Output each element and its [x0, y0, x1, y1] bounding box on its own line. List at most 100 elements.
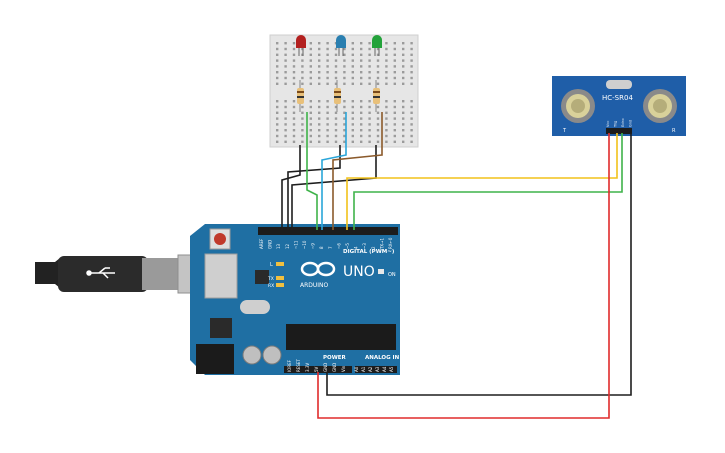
breadboard-hole: [393, 47, 396, 51]
led-red[interactable]: [296, 35, 306, 56]
breadboard-hole: [334, 71, 338, 74]
power-jack: [196, 344, 234, 374]
wire-yellow-trig[interactable]: [346, 133, 618, 230]
breadboard-hole: [284, 105, 287, 109]
breadboard-hole: [326, 140, 329, 143]
breadboard-hole: [343, 65, 346, 68]
breadboard-hole: [276, 47, 279, 51]
breadboard-hole: [368, 111, 371, 114]
breadboard-hole: [326, 82, 329, 85]
breadboard-hole: [276, 123, 279, 126]
breadboard-hole: [276, 76, 279, 80]
breadboard-hole: [393, 140, 396, 143]
breadboard-hole: [276, 140, 279, 143]
breadboard-hole: [376, 111, 380, 114]
breadboard-hole: [376, 105, 380, 109]
breadboard-hole: [318, 117, 321, 120]
breadboard-hole: [334, 47, 338, 51]
breadboard-hole: [318, 100, 321, 103]
breadboard-hole: [343, 53, 346, 56]
breadboard-hole: [309, 76, 312, 80]
breadboard-hole: [309, 140, 312, 143]
breadboard-hole: [343, 111, 346, 114]
breadboard-hole: [301, 134, 304, 138]
breadboard-hole: [360, 123, 363, 126]
resistor-1[interactable]: [297, 80, 304, 112]
sensor-label: HC-SR04: [602, 94, 633, 102]
breadboard-hole: [309, 111, 312, 114]
breadboard-hole: [276, 134, 279, 138]
breadboard[interactable]: [269, 34, 419, 148]
breadboard-hole: [292, 65, 296, 68]
breadboard-hole: [343, 117, 346, 120]
breadboard-hole: [301, 65, 304, 68]
led-green[interactable]: [372, 35, 382, 56]
breadboard-hole: [376, 76, 380, 80]
breadboard-hole: [351, 42, 354, 45]
breadboard-hole: [343, 47, 346, 51]
breadboard-hole: [402, 59, 405, 62]
breadboard-hole: [402, 100, 405, 103]
breadboard-hole: [343, 123, 346, 126]
breadboard-hole: [360, 117, 363, 120]
pin-label: A1: [361, 366, 366, 372]
breadboard-hole: [393, 105, 396, 109]
breadboard-hole: [292, 117, 296, 120]
breadboard-hole: [318, 105, 321, 109]
breadboard-hole: [368, 76, 371, 80]
resistor-3[interactable]: [373, 80, 380, 112]
resistor-2[interactable]: [334, 80, 341, 112]
breadboard-hole: [402, 134, 405, 138]
breadboard-hole: [360, 76, 363, 80]
breadboard-hole: [385, 65, 388, 68]
wire-green-echo[interactable]: [353, 133, 623, 230]
breadboard-hole: [276, 71, 279, 74]
breadboard-hole: [360, 111, 363, 114]
pin-label: GND: [268, 240, 273, 249]
breadboard-hole: [292, 71, 296, 74]
breadboard-hole: [284, 117, 287, 120]
breadboard-hole: [376, 71, 380, 74]
breadboard-hole: [334, 53, 338, 56]
breadboard-hole: [276, 53, 279, 56]
wire-brown-led[interactable]: [332, 112, 383, 230]
usb-icon: [86, 267, 115, 279]
breadboard-hole: [309, 71, 312, 74]
breadboard-hole: [351, 100, 354, 103]
breadboard-hole: [410, 76, 413, 80]
breadboard-hole: [284, 59, 287, 62]
wire-black-gnd[interactable]: [326, 133, 632, 396]
usb-port: [204, 253, 238, 299]
breadboard-hole: [360, 140, 363, 143]
led-blue[interactable]: [336, 35, 346, 56]
breadboard-hole: [351, 105, 354, 109]
board-brand: ARDUINO: [300, 282, 329, 289]
wire-red-vcc[interactable]: [317, 133, 610, 419]
breadboard-hole: [326, 42, 329, 45]
wire-green-led[interactable]: [306, 112, 318, 230]
pin-label: Gnd: [629, 120, 633, 127]
breadboard-hole: [318, 65, 321, 68]
breadboard-hole: [368, 140, 371, 143]
breadboard-hole: [402, 42, 405, 45]
breadboard-hole: [292, 53, 296, 56]
breadboard-hole: [402, 129, 405, 132]
wire-black-1[interactable]: [281, 145, 301, 230]
pin-label: 8: [319, 246, 324, 249]
breadboard-hole: [385, 123, 388, 126]
wire-blue-led[interactable]: [321, 112, 347, 230]
breadboard-hole: [326, 129, 329, 132]
breadboard-hole: [360, 129, 363, 132]
breadboard-hole: [318, 140, 321, 143]
wire-black-3[interactable]: [291, 145, 377, 230]
breadboard-hole: [368, 129, 371, 132]
breadboard-hole: [334, 76, 338, 80]
breadboard-hole: [360, 100, 363, 103]
breadboard-hole: [410, 105, 413, 109]
arduino-board[interactable]: UNO ARDUINO DIGITAL (PWM~) POWER ANALOG …: [190, 224, 400, 375]
breadboard-hole: [351, 47, 354, 51]
breadboard-hole: [284, 140, 287, 143]
